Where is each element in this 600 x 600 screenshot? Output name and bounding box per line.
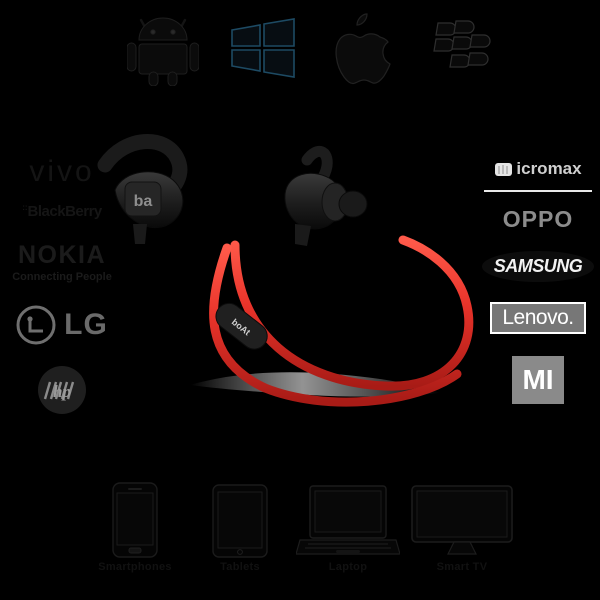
- brand-oppo-label: OPPO: [502, 205, 574, 232]
- brand-mi: MI: [478, 352, 598, 408]
- lg-circle-icon: [16, 305, 56, 345]
- brand-nokia: NOKIA Connecting People: [2, 238, 122, 286]
- cable-right: [230, 235, 474, 391]
- brand-column-right: icromax OPPO SAMSUNG Lenovo. MI: [478, 140, 598, 410]
- hp-icon: hp: [38, 366, 86, 414]
- device-tablets: Tablets: [170, 478, 310, 573]
- device-compatibility-row: Smartphones Tablets: [0, 478, 600, 588]
- device-smartphones-label: Smartphones: [98, 561, 172, 573]
- device-smart-tv-label: Smart TV: [436, 561, 488, 573]
- cable-left: [209, 243, 462, 407]
- brand-blackberry-label: ::BlackBerry: [22, 202, 102, 220]
- brand-oppo: OPPO: [478, 202, 598, 236]
- micromax-fist-icon: [495, 163, 513, 176]
- lenovo-box: Lenovo.: [490, 302, 586, 334]
- brand-samsung: SAMSUNG: [478, 248, 598, 284]
- product-image: boAt ba: [85, 120, 515, 475]
- device-smartphones: Smartphones: [65, 478, 205, 573]
- inline-remote: boAt: [215, 302, 268, 350]
- svg-text:ba: ba: [134, 193, 153, 210]
- svg-text:hp: hp: [53, 382, 71, 401]
- brand-lenovo: Lenovo.: [478, 298, 598, 338]
- earbud-right: [284, 146, 368, 246]
- device-tablets-label: Tablets: [220, 561, 260, 573]
- tablet-icon: [170, 478, 310, 558]
- laptop-icon: [278, 478, 418, 558]
- brand-blackberry: ::BlackBerry: [2, 198, 122, 224]
- brand-hp: hp: [2, 362, 122, 418]
- tv-icon: [392, 478, 532, 558]
- samsung-pill: SAMSUNG: [481, 250, 595, 282]
- blackberry-icon: [418, 8, 508, 88]
- device-laptop: Laptop: [278, 478, 418, 573]
- brand-nokia-tagline: Connecting People: [12, 271, 112, 283]
- earbud-left: ba: [97, 134, 188, 244]
- os-compatibility-row: [0, 0, 600, 95]
- brand-vivo: vivo: [2, 152, 122, 192]
- mi-box: MI: [512, 356, 564, 404]
- device-smart-tv: Smart TV: [392, 478, 532, 573]
- brand-micromax-label: icromax: [516, 159, 582, 178]
- brand-vivo-label: vivo: [29, 155, 95, 188]
- android-icon: [118, 8, 208, 88]
- brand-lg: LG: [2, 302, 122, 348]
- brand-column-left: vivo ::BlackBerry NOKIA Connecting Peopl…: [2, 140, 122, 414]
- brand-nokia-label: NOKIA: [17, 241, 107, 269]
- brand-samsung-label: SAMSUNG: [493, 255, 583, 276]
- windows-icon: [218, 8, 308, 88]
- brand-micromax: icromax: [478, 154, 598, 184]
- brand-mi-label: MI: [522, 364, 554, 395]
- apple-icon: [318, 8, 408, 88]
- brand-lenovo-label: Lenovo.: [502, 306, 574, 329]
- brand-divider: [484, 190, 592, 192]
- brand-lg-label: LG: [64, 308, 108, 341]
- device-laptop-label: Laptop: [328, 561, 368, 573]
- smartphone-icon: [65, 478, 205, 558]
